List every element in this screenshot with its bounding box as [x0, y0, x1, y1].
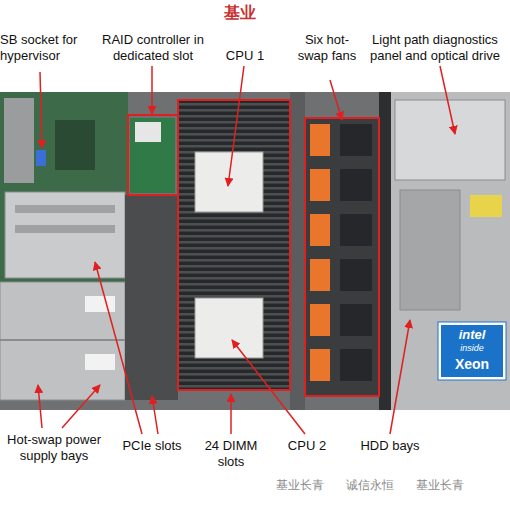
- drive-bay: [391, 92, 510, 410]
- cables: [379, 92, 391, 410]
- raid-card: [130, 118, 175, 193]
- fans: [310, 124, 372, 381]
- warning-sticker: [470, 195, 502, 217]
- usb-socket: [36, 150, 46, 166]
- leader-lines: [38, 66, 455, 434]
- chip: [55, 120, 95, 170]
- callout-label: RAID controller in dedicated slot: [92, 32, 214, 65]
- callout-label: 24 DIMM slots: [200, 438, 262, 471]
- chassis: [0, 92, 510, 410]
- callout-label: SB socket for hypervisor: [0, 32, 90, 65]
- watermark: 基业: [215, 3, 265, 23]
- pcie-riser: [5, 192, 125, 278]
- pcie-slot: [15, 205, 115, 213]
- callout-label: Hot-swap power supply bays: [2, 432, 106, 465]
- cpu-heatsink: [195, 298, 263, 358]
- highlight-box: [305, 118, 379, 396]
- pcie-slot: [15, 225, 115, 233]
- callout-label: HDD bays: [354, 438, 426, 454]
- rear-bracket: [4, 98, 34, 183]
- logo-text: Xeon: [443, 356, 501, 374]
- watermark: 基业长青: [270, 478, 330, 493]
- fan-bay: [305, 118, 379, 396]
- logo-text: inside: [443, 343, 501, 354]
- psu-divider: [0, 339, 125, 341]
- callout-label: PCIe slots: [116, 438, 188, 454]
- intel-logo-ground: [441, 325, 503, 377]
- logo-text: intel: [443, 327, 501, 343]
- intel-logo: [438, 322, 506, 380]
- callout-label: Light path diagnostics panel and optical…: [362, 32, 508, 65]
- callout-label: Six hot-swap fans: [294, 32, 360, 65]
- watermark: 诚信永恒: [340, 478, 400, 493]
- motherboard: [0, 92, 128, 282]
- raid-sticker: [135, 122, 161, 142]
- psu-sticker: [85, 354, 115, 370]
- callout-label: CPU 2: [282, 438, 332, 454]
- callout-label: CPU 1: [222, 48, 268, 64]
- board-area: [125, 195, 178, 400]
- highlight-box: [128, 115, 178, 195]
- air-baffle: [290, 92, 305, 410]
- hdd-cage: [400, 190, 460, 310]
- psu-bays: [0, 282, 125, 400]
- watermark: 基业长青: [410, 478, 470, 493]
- psu-sticker: [85, 296, 115, 312]
